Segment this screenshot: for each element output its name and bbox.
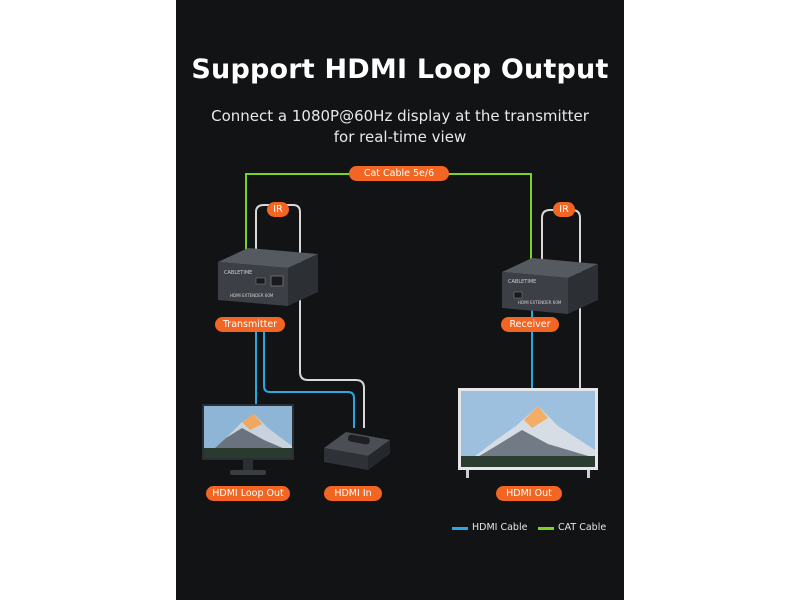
legend-cat-swatch bbox=[538, 527, 554, 530]
ir-tag-right: IR bbox=[553, 202, 575, 217]
wiring-diagram: CABLETIME HDMI EXTENDER 60M CABLETIME HD… bbox=[202, 173, 598, 478]
legend-cat-label: CAT Cable bbox=[558, 522, 607, 533]
legend-hdmi-swatch bbox=[452, 527, 468, 530]
hdmi-loop-out-tag: HDMI Loop Out bbox=[206, 486, 290, 501]
svg-text:HDMI EXTENDER 60M: HDMI EXTENDER 60M bbox=[518, 300, 562, 305]
infographic-panel: Support HDMI Loop Output Connect a 1080P… bbox=[176, 0, 624, 600]
svg-text:CABLETIME: CABLETIME bbox=[508, 279, 536, 285]
hdmi-cable-in bbox=[263, 330, 355, 428]
receiver-tag: Receiver bbox=[501, 317, 559, 332]
svg-text:HDMI EXTENDER 60M: HDMI EXTENDER 60M bbox=[230, 293, 274, 298]
hdmi-out-tv bbox=[458, 388, 598, 478]
hdmi-source-box bbox=[324, 432, 390, 470]
legend-hdmi-label: HDMI Cable bbox=[472, 522, 528, 533]
page-title: Support HDMI Loop Output bbox=[191, 54, 609, 85]
receiver-device: CABLETIME HDMI EXTENDER 60M bbox=[502, 258, 598, 314]
subtitle-line-2: for real-time view bbox=[333, 128, 467, 146]
transmitter-device: CABLETIME HDMI EXTENDER 60M bbox=[218, 248, 318, 306]
loop-out-monitor bbox=[202, 404, 294, 475]
hdmi-in-tag: HDMI In bbox=[324, 486, 382, 501]
cat-cable-tag: Cat Cable 5e/6 bbox=[349, 166, 449, 181]
subtitle-line-1: Connect a 1080P@60Hz display at the tran… bbox=[211, 107, 589, 125]
hdmi-out-tag: HDMI Out bbox=[496, 486, 562, 501]
cat-cable-line bbox=[245, 173, 532, 262]
transmitter-tag: Transmitter bbox=[215, 317, 285, 332]
svg-text:CABLETIME: CABLETIME bbox=[224, 270, 252, 276]
ir-tag-left: IR bbox=[267, 202, 289, 217]
